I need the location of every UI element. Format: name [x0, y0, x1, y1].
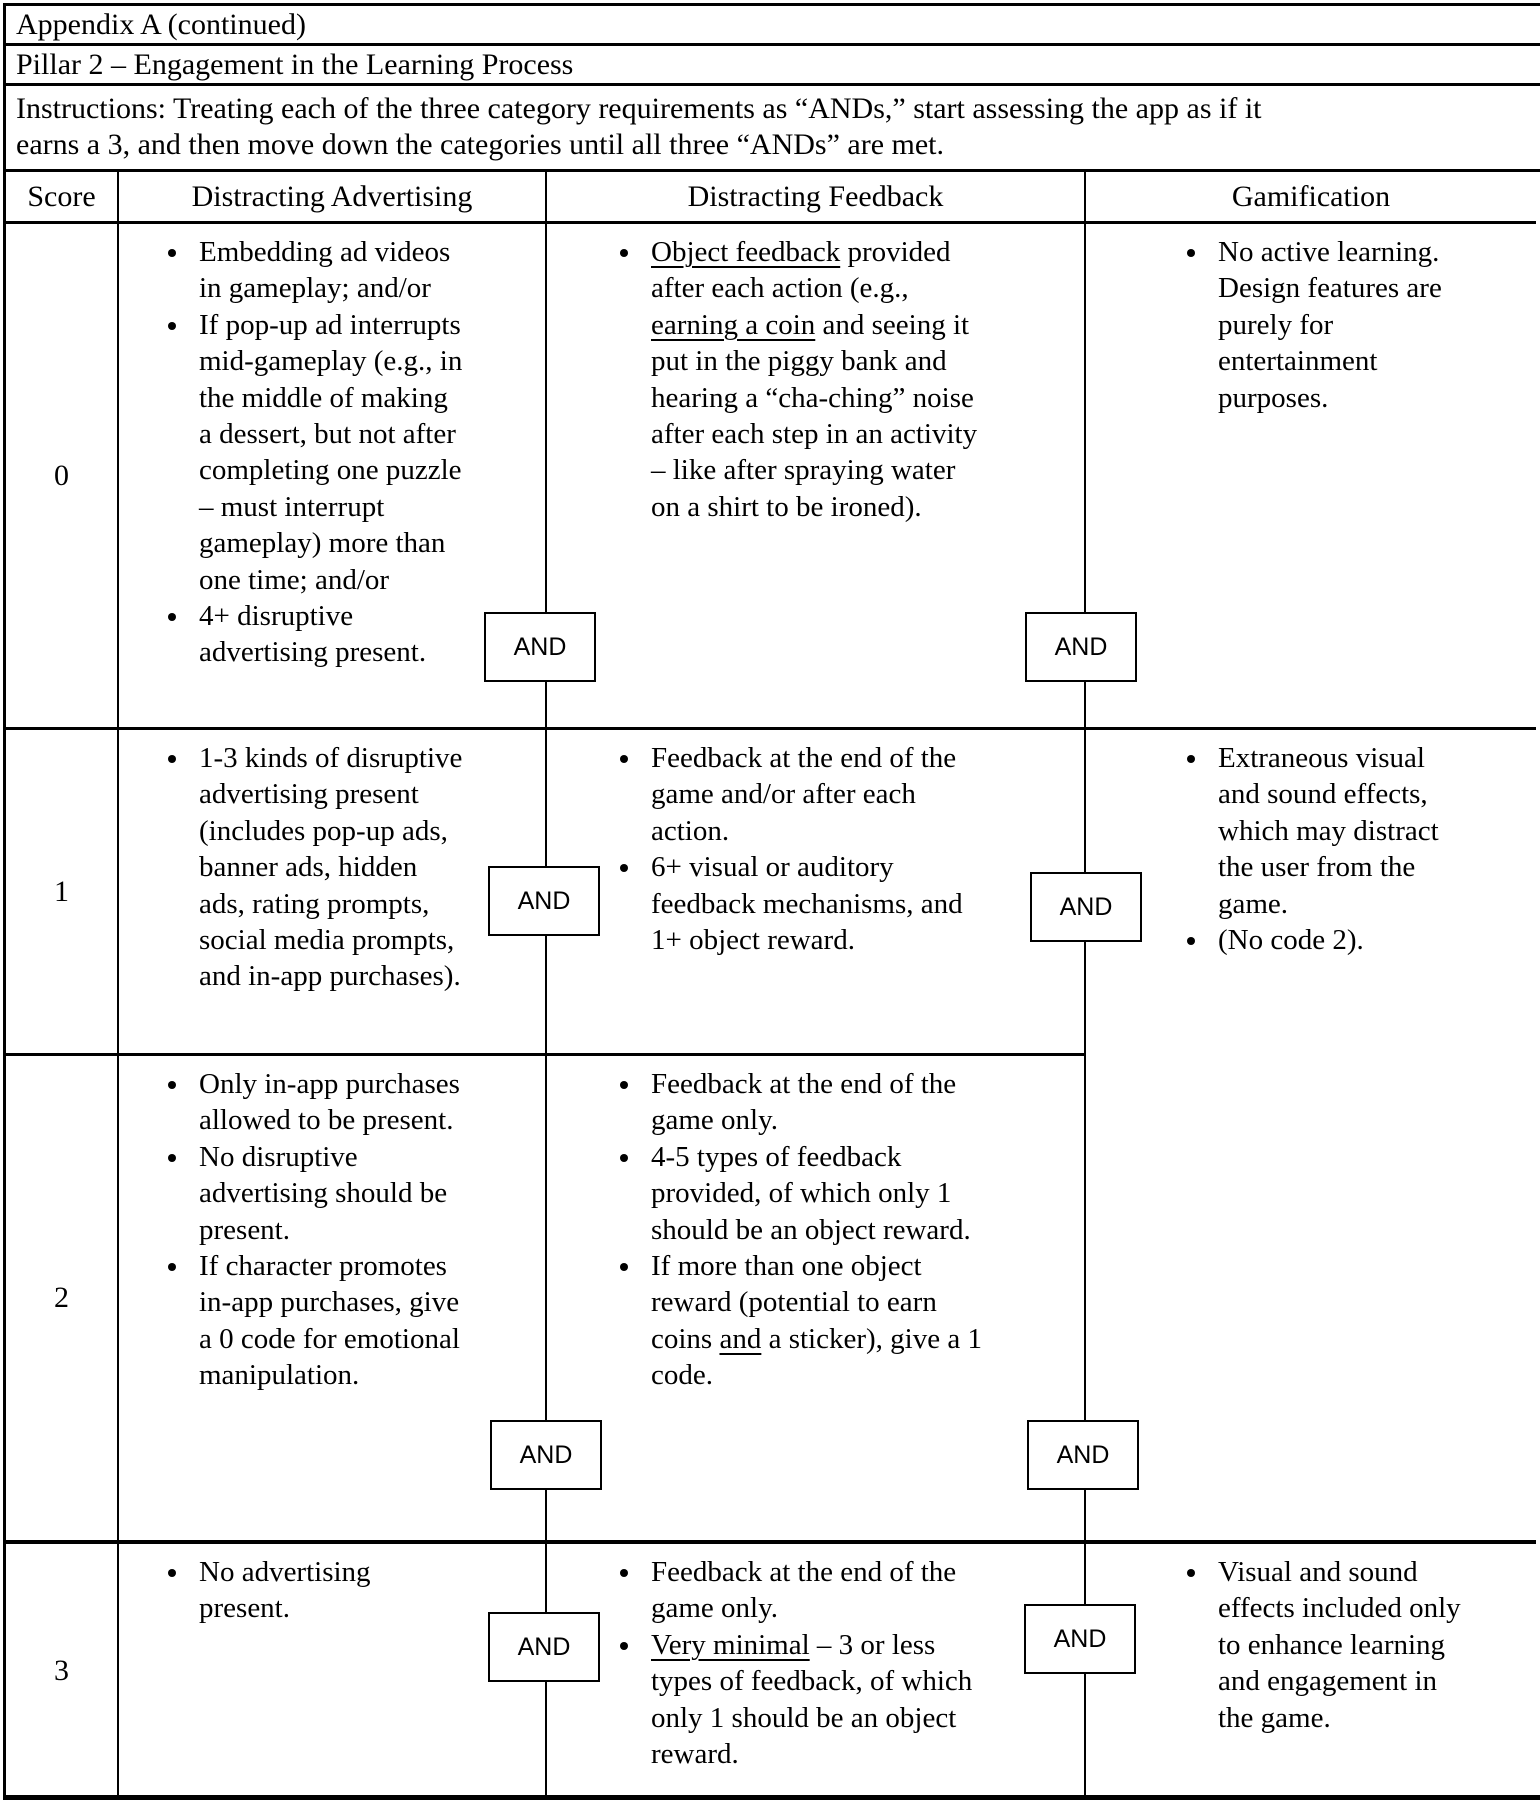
- bullet-list: 1-3 kinds of disruptive advertising pres…: [119, 740, 545, 995]
- and-connector-row3-right: AND: [1024, 1604, 1136, 1674]
- rubric-page: Appendix A (continued) Pillar 2 – Engage…: [3, 3, 1540, 1800]
- cell-row1-advertising: 1-3 kinds of disruptive advertising pres…: [119, 730, 547, 1056]
- instructions-row: Instructions: Treating each of the three…: [6, 86, 1540, 172]
- cell-row3-feedback: Feedback at the end of the game only.Ver…: [547, 1544, 1086, 1798]
- and-connector-row1-left: AND: [488, 866, 600, 936]
- and-connector-row1-right: AND: [1030, 872, 1142, 942]
- appendix-title: Appendix A (continued): [16, 8, 306, 41]
- appendix-title-row: Appendix A (continued): [6, 6, 1540, 46]
- cell-row3-gamification: Visual and sound effects included only t…: [1086, 1544, 1536, 1798]
- column-header-distracting-advertising: Distracting Advertising: [119, 172, 547, 224]
- pillar-title: Pillar 2 – Engagement in the Learning Pr…: [16, 48, 574, 81]
- cell-row2-advertising: Only in-app purchases allowed to be pres…: [119, 1056, 547, 1544]
- cell-row2-feedback: Feedback at the end of the game only.4-5…: [547, 1056, 1086, 1544]
- bullet-item: (No code 2).: [1210, 922, 1536, 958]
- bullet-item: Feedback at the end of the game only.: [643, 1066, 1084, 1139]
- pillar-title-row: Pillar 2 – Engagement in the Learning Pr…: [6, 46, 1540, 86]
- score-cell-0: 0: [6, 224, 119, 730]
- cell-row0-gamification: No active learning. Design features are …: [1086, 224, 1536, 730]
- bullet-list: Object feedback provided after each acti…: [547, 234, 1084, 525]
- bullet-item: Feedback at the end of the game only.: [643, 1554, 1084, 1627]
- cell-row1-feedback: Feedback at the end of the game and/or a…: [547, 730, 1086, 1056]
- score-cell-2: 2: [6, 1056, 119, 1544]
- bullet-item: 4-5 types of feedback provided, of which…: [643, 1139, 1084, 1248]
- cell-row1-row2-gamification-merged: Extraneous visual and sound effects, whi…: [1086, 730, 1536, 1544]
- and-connector-row2-right: AND: [1027, 1420, 1139, 1490]
- bullet-list: Visual and sound effects included only t…: [1086, 1554, 1536, 1736]
- and-connector-row3-left: AND: [488, 1612, 600, 1682]
- bullet-list: Feedback at the end of the game and/or a…: [547, 740, 1084, 958]
- bullet-list: Feedback at the end of the game only.Ver…: [547, 1554, 1084, 1772]
- and-connector-row0-right: AND: [1025, 612, 1137, 682]
- and-connector-row0-left: AND: [484, 612, 596, 682]
- cell-row0-advertising: Embedding ad videos in gameplay; and/orI…: [119, 224, 547, 730]
- bullet-item: Feedback at the end of the game and/or a…: [643, 740, 1084, 849]
- bullet-item: If pop-up ad interrupts mid-gameplay (e.…: [191, 307, 545, 598]
- bullet-item: 4+ disruptive advertising present.: [191, 598, 545, 671]
- bullet-item: If more than one object reward (potentia…: [643, 1248, 1084, 1394]
- instructions-text: Instructions: Treating each of the three…: [16, 92, 1262, 161]
- and-connector-row2-left: AND: [490, 1420, 602, 1490]
- bullet-item: Object feedback provided after each acti…: [643, 234, 1084, 525]
- bullet-item: Visual and sound effects included only t…: [1210, 1554, 1536, 1736]
- score-cell-3: 3: [6, 1544, 119, 1798]
- bullet-list: Feedback at the end of the game only.4-5…: [547, 1066, 1084, 1394]
- bullet-list: No advertising present.: [119, 1554, 545, 1627]
- bullet-item: Very minimal – 3 or less types of feedba…: [643, 1627, 1084, 1773]
- bullet-item: No disruptive advertising should be pres…: [191, 1139, 545, 1248]
- bullet-item: No active learning. Design features are …: [1210, 234, 1536, 416]
- column-header-gamification: Gamification: [1086, 172, 1536, 224]
- bullet-list: Only in-app purchases allowed to be pres…: [119, 1066, 545, 1394]
- cell-row3-advertising: No advertising present.: [119, 1544, 547, 1798]
- bullet-item: Only in-app purchases allowed to be pres…: [191, 1066, 545, 1139]
- bullet-item: Embedding ad videos in gameplay; and/or: [191, 234, 545, 307]
- score-cell-1: 1: [6, 730, 119, 1056]
- bullet-item: No advertising present.: [191, 1554, 545, 1627]
- bullet-list: Extraneous visual and sound effects, whi…: [1086, 740, 1536, 958]
- bullet-list: No active learning. Design features are …: [1086, 234, 1536, 416]
- bullet-item: If character promotes in-app purchases, …: [191, 1248, 545, 1394]
- bullet-item: 1-3 kinds of disruptive advertising pres…: [191, 740, 545, 995]
- bullet-list: Embedding ad videos in gameplay; and/orI…: [119, 234, 545, 671]
- bullet-item: Extraneous visual and sound effects, whi…: [1210, 740, 1536, 922]
- rubric-table: Score Distracting Advertising Distractin…: [6, 172, 1536, 1798]
- cell-row0-feedback: Object feedback provided after each acti…: [547, 224, 1086, 730]
- column-header-distracting-feedback: Distracting Feedback: [547, 172, 1086, 224]
- bullet-item: 6+ visual or auditory feedback mechanism…: [643, 849, 1084, 958]
- column-header-score: Score: [6, 172, 119, 224]
